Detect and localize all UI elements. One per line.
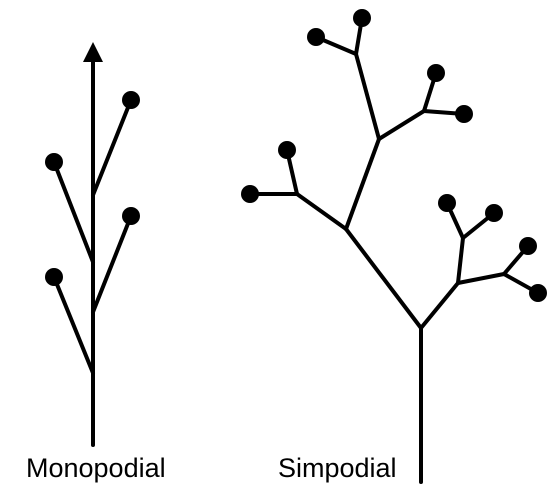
bud bbox=[278, 141, 296, 159]
bud bbox=[519, 237, 537, 255]
monopodial-branch bbox=[91, 98, 133, 197]
simpodial-buds bbox=[241, 9, 547, 302]
simpodial-branch bbox=[354, 52, 381, 141]
simpodial-branch bbox=[344, 227, 423, 330]
bud bbox=[122, 207, 140, 225]
monopodial-tree bbox=[52, 56, 133, 447]
bud bbox=[485, 204, 503, 222]
bud bbox=[427, 64, 445, 82]
bud bbox=[122, 91, 140, 109]
simpodial-branch bbox=[344, 137, 381, 231]
simpodial-branch bbox=[377, 109, 426, 141]
bud bbox=[45, 153, 63, 171]
bud bbox=[307, 28, 325, 46]
simpodial-branch bbox=[295, 192, 348, 231]
growth-arrow-icon bbox=[83, 42, 103, 62]
monopodial-branch bbox=[52, 275, 95, 375]
bud bbox=[529, 284, 547, 302]
monopodial-label: Monopodial bbox=[26, 453, 166, 483]
simpodial-label: Simpodial bbox=[278, 453, 397, 483]
monopodial-branch bbox=[91, 214, 133, 314]
monopodial-buds bbox=[45, 91, 140, 286]
bud bbox=[45, 268, 63, 286]
simpodial-branch bbox=[456, 236, 465, 285]
simpodial-branch bbox=[456, 272, 506, 285]
monopodial-branch bbox=[52, 160, 95, 264]
bud bbox=[353, 9, 371, 27]
bud bbox=[241, 185, 259, 203]
simpodial-tree bbox=[248, 16, 540, 484]
bud bbox=[455, 105, 473, 123]
simpodial-branch bbox=[419, 281, 460, 330]
bud bbox=[438, 194, 456, 212]
